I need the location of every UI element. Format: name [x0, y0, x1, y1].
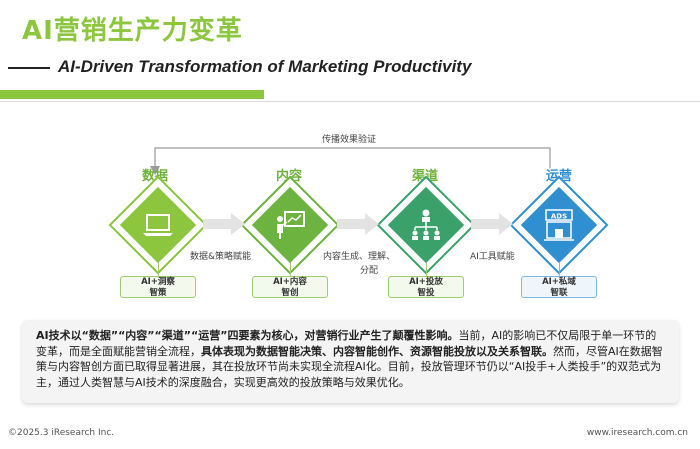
laptop-icon — [143, 214, 173, 236]
connector-data — [158, 262, 159, 276]
transition-label-1: 数据&策略赋能 — [190, 252, 252, 262]
title-accent-bar — [0, 90, 264, 99]
stage-box-operation-line2: 智联 — [550, 288, 568, 298]
stage-box-channel-line1: AI+投放 — [409, 277, 443, 287]
transition-label-3: AI工具赋能 — [470, 252, 515, 262]
feedback-loop-arrow — [150, 147, 551, 175]
page-subtitle: AI-Driven Transformation of Marketing Pr… — [8, 57, 471, 77]
flow-arrow-3 — [471, 213, 513, 235]
stage-box-data-line1: AI+洞察 — [141, 277, 175, 287]
subtitle-dash — [8, 66, 50, 69]
subtitle-text: AI-Driven Transformation of Marketing Pr… — [58, 57, 472, 76]
org-chart-icon — [412, 209, 440, 240]
stage-box-content-line1: AI+内容 — [273, 277, 307, 287]
summary-part-3: 具体表现为数据智能决策、内容智能创作、资源智能投放以及关系智联。 — [201, 344, 553, 358]
connector-operation — [559, 262, 560, 276]
footer-website: www.iresearch.com.cn — [586, 428, 688, 438]
summary-box: AI技术以“数据”“内容”“渠道”“运营”四要素为核心，对营销行业产生了颠覆性影… — [22, 320, 679, 403]
feedback-label: 传播效果验证 — [322, 135, 377, 145]
connector-content — [290, 262, 291, 276]
stage-box-channel: AI+投放 智投 — [388, 276, 464, 298]
flow-arrow-2 — [337, 213, 379, 235]
footer-copyright: ©2025.3 iResearch Inc. — [8, 428, 115, 438]
presenter-icon — [277, 211, 305, 239]
stage-box-data-line2: 智策 — [149, 288, 167, 298]
summary-part-2: 当前，AI的影响已不仅局限于单一环节的变革，而是全面赋能营销全流程， — [36, 329, 657, 358]
transition-label-2b: 分配 — [360, 266, 379, 276]
transition-label-2: 内容生成、理解、 — [323, 252, 396, 262]
connector-channel — [426, 262, 427, 276]
summary-part-1: AI技术以“数据”“内容”“渠道”“运营”四要素为核心，对营销行业产生了颠覆性影… — [36, 329, 459, 342]
stage-box-operation: AI+私域 智联 — [521, 276, 597, 298]
svg-text:ADS: ADS — [551, 213, 567, 221]
flow-arrow-1 — [203, 213, 245, 235]
page-title: AI营销生产力变革 — [22, 16, 243, 46]
stage-box-data: AI+洞察 智策 — [120, 276, 196, 298]
stage-box-channel-line2: 智投 — [417, 288, 435, 298]
stage-box-operation-line1: AI+私域 — [542, 277, 576, 287]
summary-part-4: 然而，尽管AI在数据智策与内容智创方面已取得显著进展，其在投放环节尚未实现全流程… — [36, 344, 663, 389]
stage-box-content-line2: 智创 — [281, 288, 299, 298]
header-divider — [0, 101, 700, 102]
stage-box-content: AI+内容 智创 — [252, 276, 328, 298]
ads-store-icon: ADS — [544, 209, 574, 241]
